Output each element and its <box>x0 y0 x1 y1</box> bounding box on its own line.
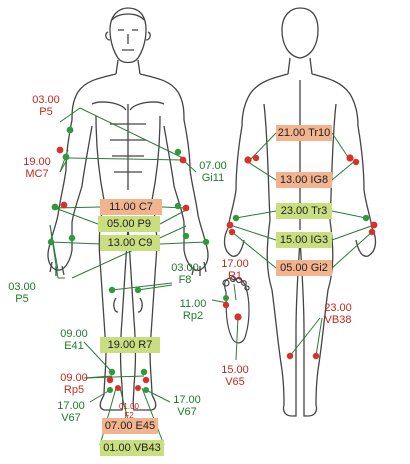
point-p5-left <box>66 126 74 134</box>
point-ig3-right <box>370 221 378 229</box>
point-gi2-left <box>228 228 236 236</box>
point-gi2-right <box>368 228 376 236</box>
point-v67-left <box>107 387 113 393</box>
point-c7-left <box>51 203 59 211</box>
point-tr3-right <box>362 214 370 222</box>
box-e45: 07.00 E45 <box>102 418 158 434</box>
point-f8-right <box>134 286 142 294</box>
point-p5-hand-right <box>182 232 190 240</box>
point-ig3-left <box>226 221 234 229</box>
box-r7: 19.00 R7 <box>100 337 160 353</box>
point-gi11-right <box>179 156 187 164</box>
point-p5-hand-left <box>68 234 76 242</box>
point-e45-right <box>135 385 141 391</box>
point-v67-right <box>143 387 149 393</box>
box-c9: 13.00 C9 <box>100 235 160 251</box>
point-tr10-left <box>244 156 252 164</box>
point-mc7-left-red <box>56 146 64 154</box>
box-p9: 05.00 P9 <box>98 216 160 232</box>
point-c7-left-red <box>60 201 68 209</box>
point-vb38-right <box>312 352 320 360</box>
point-r1-sole-2 <box>222 301 230 309</box>
point-c9-right <box>202 238 210 246</box>
point-c7-right-green <box>174 202 182 210</box>
box-tr10: 21.00 Tr10 <box>276 125 332 141</box>
point-rp2-sole <box>223 295 229 301</box>
box-c7: 11.00 C7 <box>100 199 162 215</box>
point-gi11-right-green <box>174 148 182 156</box>
connector-lines <box>49 107 375 446</box>
point-e45-left <box>115 385 121 391</box>
point-tr10-left-2 <box>252 154 260 162</box>
point-e41-left <box>108 368 116 376</box>
box-ig3: 15.00 IG3 <box>276 232 332 248</box>
point-mc7-left <box>62 153 70 161</box>
box-gi2: 05.00 Gi2 <box>276 260 332 276</box>
point-r1-sole <box>234 313 242 321</box>
front-body-figure <box>47 7 209 411</box>
box-vb43: 01.00 VB43 <box>100 440 164 456</box>
point-tr10-right-2 <box>352 158 360 166</box>
point-f8-left <box>108 286 116 294</box>
box-ig8: 13.00 IG8 <box>276 172 332 188</box>
foot-sole-figure <box>222 275 250 344</box>
box-tr3: 23.00 Tr3 <box>276 203 332 219</box>
point-tr3-left <box>232 214 240 222</box>
point-c7-right <box>182 204 190 212</box>
point-vb38-left <box>286 352 294 360</box>
point-e41-right <box>140 368 148 376</box>
point-tr10-right <box>346 154 354 162</box>
point-c9-left <box>47 238 55 246</box>
point-rp5-left <box>106 376 114 384</box>
point-rp5-right <box>142 376 150 384</box>
back-body-figure <box>223 7 377 417</box>
acupoint-markers <box>47 126 378 393</box>
